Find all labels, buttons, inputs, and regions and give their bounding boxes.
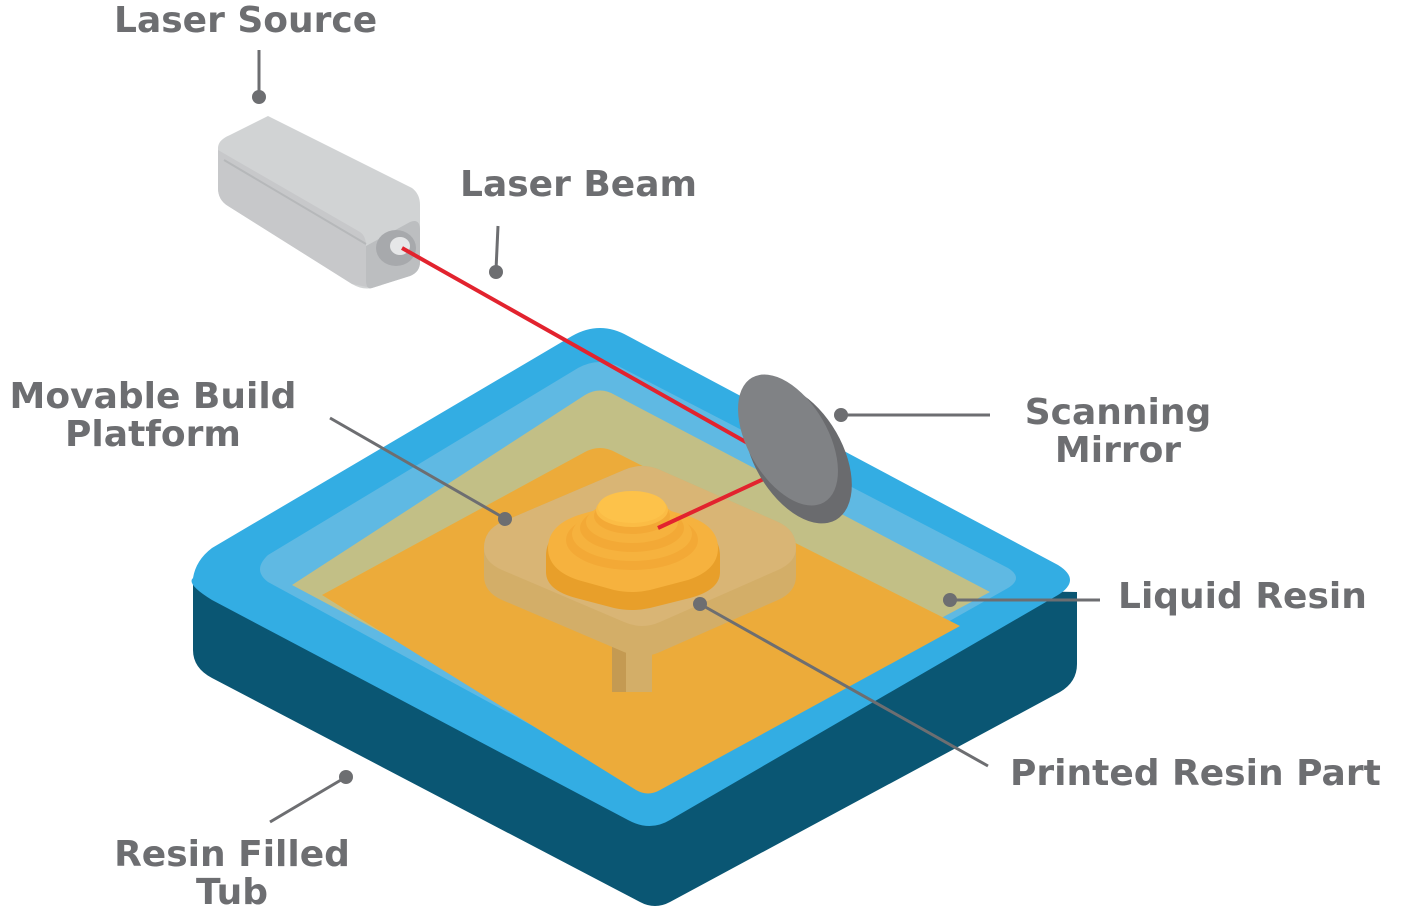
dot-laser-source xyxy=(252,90,266,104)
laser-source xyxy=(218,116,420,289)
dot-liquid-resin xyxy=(943,593,957,607)
platform-shaft-shade xyxy=(612,640,626,692)
dot-printed-part xyxy=(693,597,707,611)
label-resin-tub: Resin Filled Tub xyxy=(96,836,368,912)
leader-laser-beam xyxy=(494,225,500,271)
leaders xyxy=(252,50,1100,824)
label-laser-source: Laser Source xyxy=(114,0,378,41)
label-build-platform: Movable Build Platform xyxy=(0,378,306,454)
label-resin-tub-line2: Tub xyxy=(196,872,268,913)
dot-build-platform xyxy=(498,512,512,526)
label-laser-beam: Laser Beam xyxy=(460,164,698,205)
label-resin-tub-line1: Resin Filled xyxy=(114,834,350,875)
label-printed-part: Printed Resin Part xyxy=(1010,753,1381,794)
label-build-platform-line1: Movable Build xyxy=(9,376,297,417)
dot-scanning-mirror xyxy=(834,408,848,422)
dot-laser-beam xyxy=(489,265,503,279)
label-scanning-mirror: Scanning Mirror xyxy=(1012,394,1224,470)
scanning-mirror xyxy=(738,374,852,524)
laser-beam xyxy=(401,246,769,530)
dot-resin-tub xyxy=(339,770,353,784)
label-scanning-mirror-line1: Scanning xyxy=(1024,392,1212,433)
label-liquid-resin: Liquid Resin xyxy=(1118,576,1367,617)
label-build-platform-line2: Platform xyxy=(65,414,241,455)
leader-build-platform xyxy=(329,416,505,520)
leader-resin-tub xyxy=(269,775,347,824)
label-scanning-mirror-line2: Mirror xyxy=(1054,430,1182,471)
leader-printed-part xyxy=(699,602,989,768)
